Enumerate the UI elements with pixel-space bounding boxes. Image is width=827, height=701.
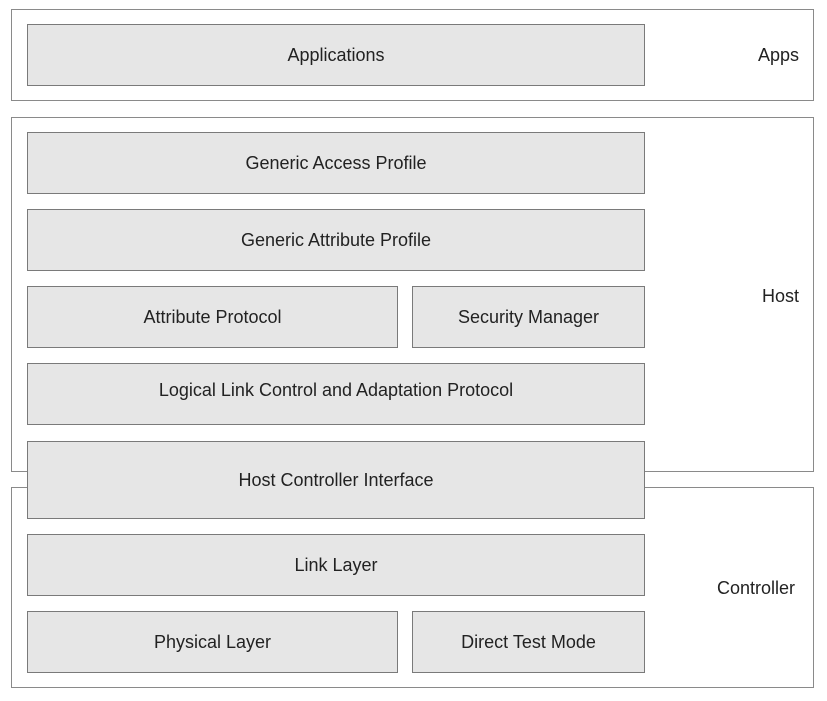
generic-access-profile-block: Generic Access Profile <box>27 132 645 194</box>
l2cap-block: Logical Link Control and Adaptation Prot… <box>27 363 645 425</box>
physical-layer-block: Physical Layer <box>27 611 398 673</box>
controller-group-label: Controller <box>717 578 796 598</box>
security-manager-block: Security Manager <box>412 286 645 348</box>
direct-test-mode-block: Direct Test Mode <box>412 611 645 673</box>
applications-block: Applications <box>27 24 645 86</box>
apps-group-label: Apps <box>758 45 800 65</box>
link-layer-block: Link Layer <box>27 534 645 596</box>
generic-attribute-profile-block: Generic Attribute Profile <box>27 209 645 271</box>
host-controller-interface-block: Host Controller Interface <box>27 441 645 519</box>
attribute-protocol-block: Attribute Protocol <box>27 286 398 348</box>
host-group-label: Host <box>762 286 800 306</box>
